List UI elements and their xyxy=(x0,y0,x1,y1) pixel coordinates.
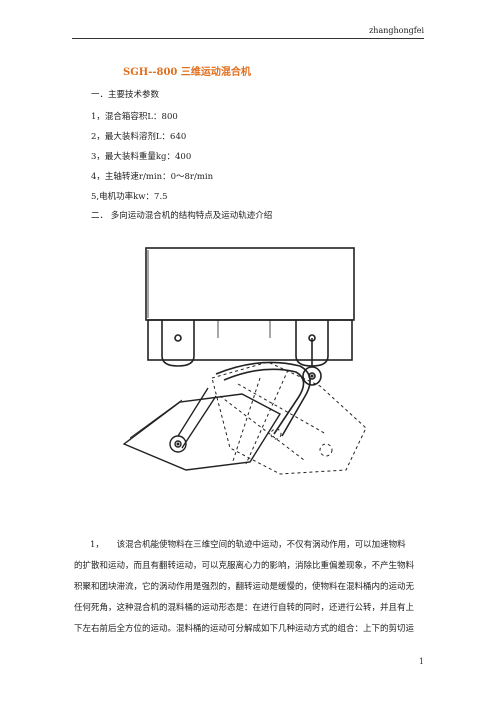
title-model: SGH--800 xyxy=(123,67,178,78)
document-title: SGH--800 三维运动混合机 xyxy=(123,63,251,78)
param-item: 2，最大装料溶剂L：640 xyxy=(91,132,187,142)
header-rule xyxy=(72,38,424,39)
body-line: 任何死角，这种混合机的混料桶的运动形态是：在进行自转的同时，还进行公转，并且有上 xyxy=(74,603,415,613)
mixer-diagram-figure xyxy=(122,247,367,475)
section-heading-parameters: 一．主要技术参数 xyxy=(91,90,160,100)
section-heading-structure: 二． 多向运动混合机的结构特点及运动轨迹介绍 xyxy=(91,211,273,221)
title-name: 三维运动混合机 xyxy=(180,67,251,78)
body-line: 积聚和团块滞流，它的涡动作用是强烈的，翻转运动是缓慢的，使物料在混料桶内的运动无 xyxy=(74,582,415,592)
param-item: 3，最大装料重量kg：400 xyxy=(91,152,192,162)
body-line: 该混合机能使物料在三维空间的轨迹中运动，不仅有涡动作用，可以加速物料 xyxy=(116,540,406,550)
param-item: 4，主轴转速r/min：0～8r/min xyxy=(91,172,214,182)
body-paragraph: 1， 该混合机能使物料在三维空间的轨迹中运动，不仅有涡动作用，可以加速物料 的扩… xyxy=(74,535,426,640)
body-line: 的扩散和运动，而且有翻转运动，可以克服离心力的影响，消除比重偏差现象，不产生物料 xyxy=(74,561,415,571)
param-item: 1，混合箱容积L：800 xyxy=(91,112,178,122)
body-line: 下左右前后全方位的运动。混料桶的运动可分解成如下几种运动方式的组合：上下的剪切运 xyxy=(74,624,415,634)
header-text: zhanghongfei xyxy=(369,26,424,35)
param-item: 5,电机功率kw：7.5 xyxy=(91,192,168,202)
paragraph-number: 1， xyxy=(90,540,104,550)
page-number: 1 xyxy=(418,657,424,666)
